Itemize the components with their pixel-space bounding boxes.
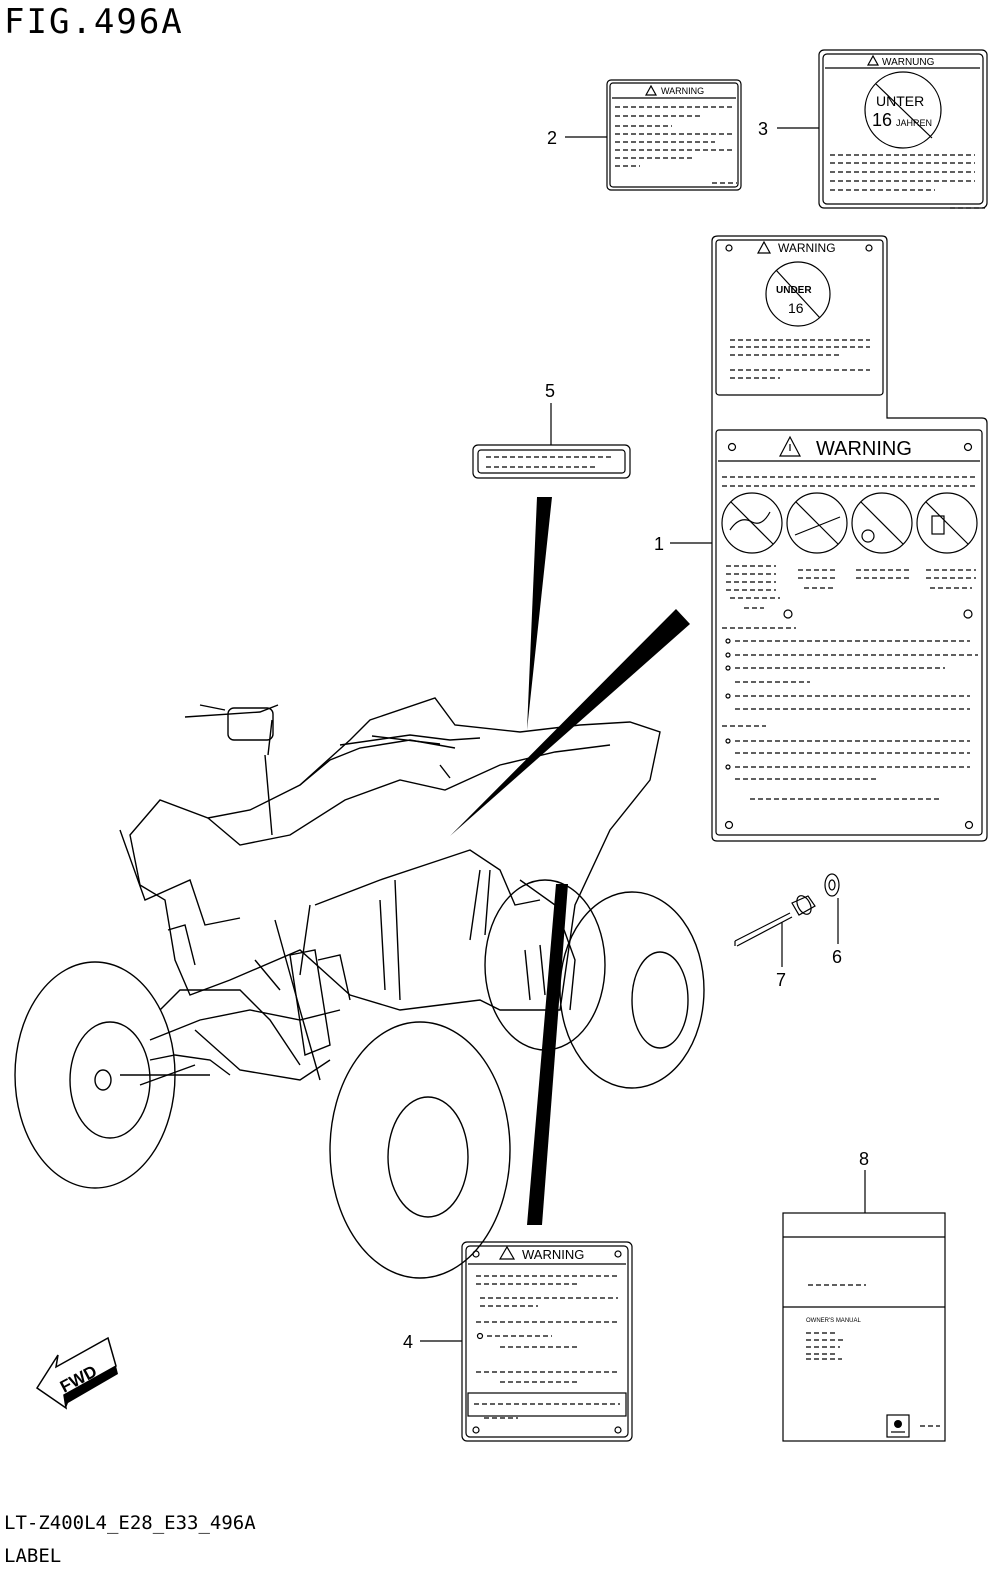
leader-wedge-part-5 — [527, 497, 552, 730]
part-7-rivet[interactable] — [734, 893, 816, 947]
part-6-washer[interactable] — [824, 873, 840, 897]
part-number-4: 4 — [403, 1332, 413, 1352]
part-3-jahren-text: JAHREN — [896, 118, 932, 128]
part-number-2: 2 — [547, 128, 557, 148]
part-1-upper-warning-text: WARNING — [778, 241, 836, 255]
part-3-age-text: 16 — [872, 110, 892, 130]
part-1-main-warning-text: WARNING — [816, 438, 912, 460]
part-4-warning-label[interactable]: WARNING — [461, 1241, 633, 1442]
part-4-warning-text: WARNING — [522, 1247, 584, 1262]
part-number-6: 6 — [832, 947, 842, 967]
part-2-warning-text: WARNING — [661, 86, 704, 96]
part-5-strip-label[interactable] — [472, 444, 631, 479]
part-1-pictogram-row — [721, 492, 978, 554]
part-number-3: 3 — [758, 119, 768, 139]
leader-wedge-part-1 — [450, 609, 690, 836]
section-label: LABEL — [4, 1545, 62, 1567]
part-number-1: 1 — [654, 534, 664, 554]
figure-code: LT-Z400L4_E28_E33_496A — [4, 1512, 256, 1534]
leader-wedge-part-4 — [527, 884, 568, 1225]
part-1-warning-label[interactable]: WARNING UNDER 16 WARNING — [711, 235, 988, 842]
part-number-7: 7 — [776, 970, 786, 990]
part-number-8: 8 — [859, 1149, 869, 1169]
part-number-5: 5 — [545, 381, 555, 401]
part-3-under-text: UNTER — [876, 93, 924, 109]
figure-title: FIG.496A — [4, 2, 184, 42]
part-1-age-text: 16 — [788, 300, 804, 316]
part-3-warnung-label[interactable]: WARNUNG UNTER 16 JAHREN — [818, 49, 988, 209]
part-2-warning-label[interactable]: WARNING — [606, 79, 742, 191]
part-8-manual-title: OWNER'S MANUAL — [806, 1318, 861, 1324]
fwd-arrow-icon: FWD — [35, 1336, 118, 1410]
part-3-warnung-text: WARNUNG — [882, 57, 935, 68]
part-8-owners-manual[interactable]: OWNER'S MANUAL — [782, 1212, 946, 1442]
atv-drawing — [14, 697, 705, 1279]
